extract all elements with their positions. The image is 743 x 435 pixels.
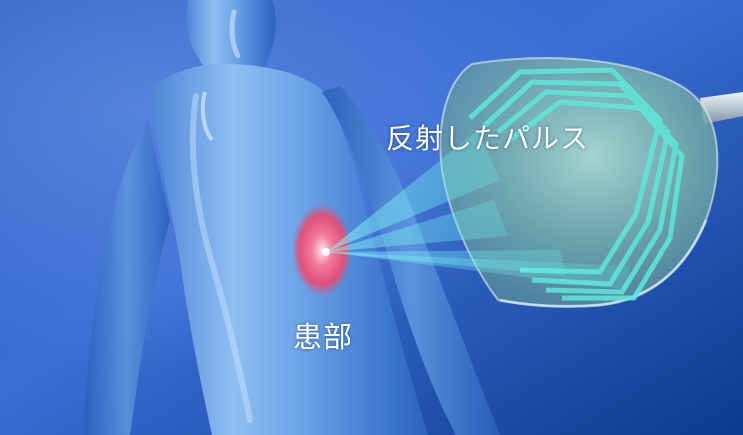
reflected-pulse-label: 反射したパルス — [386, 117, 589, 157]
lesion-label: 患部 — [293, 314, 353, 356]
lesion-core — [322, 248, 330, 256]
